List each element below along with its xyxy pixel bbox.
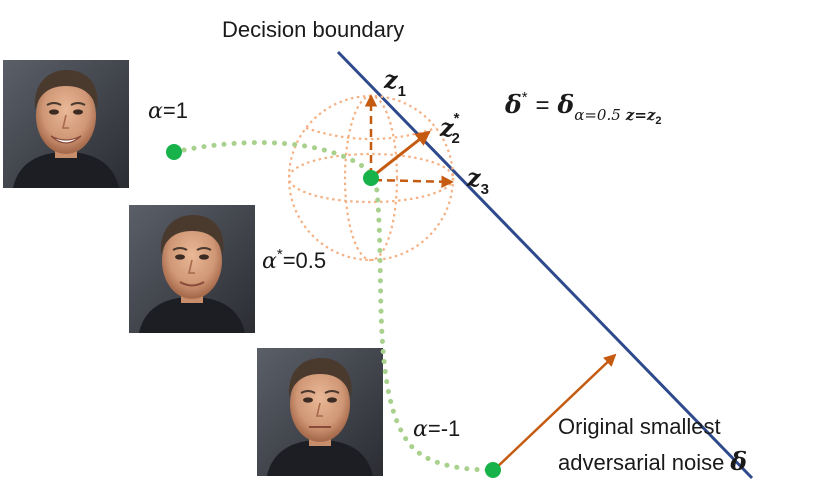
arrow-z2	[372, 130, 431, 178]
alpha-mid-label: α*=0.5	[262, 246, 326, 274]
face-photo-serious	[256, 347, 384, 477]
alpha-top-label: α=1	[148, 98, 188, 124]
arrow-z3	[373, 175, 454, 188]
point-center	[363, 170, 379, 186]
point-alpha-1	[166, 144, 182, 160]
alpha-bot-label: α=-1	[413, 416, 460, 442]
face-photo-smiling	[2, 59, 130, 189]
decision-boundary-label: Decision boundary	[222, 17, 404, 42]
arrow-original-noise	[493, 353, 617, 471]
z2-label: z*2	[439, 110, 460, 147]
decision-boundary-line	[336, 50, 754, 480]
z3-label: z3	[466, 163, 489, 198]
z1-label: z1	[383, 65, 406, 100]
interpolation-path	[171, 140, 496, 473]
face-photo-neutral	[128, 204, 256, 334]
noise-label-line1: Original smallest	[558, 414, 721, 439]
point-alpha-minus-1	[485, 462, 501, 478]
